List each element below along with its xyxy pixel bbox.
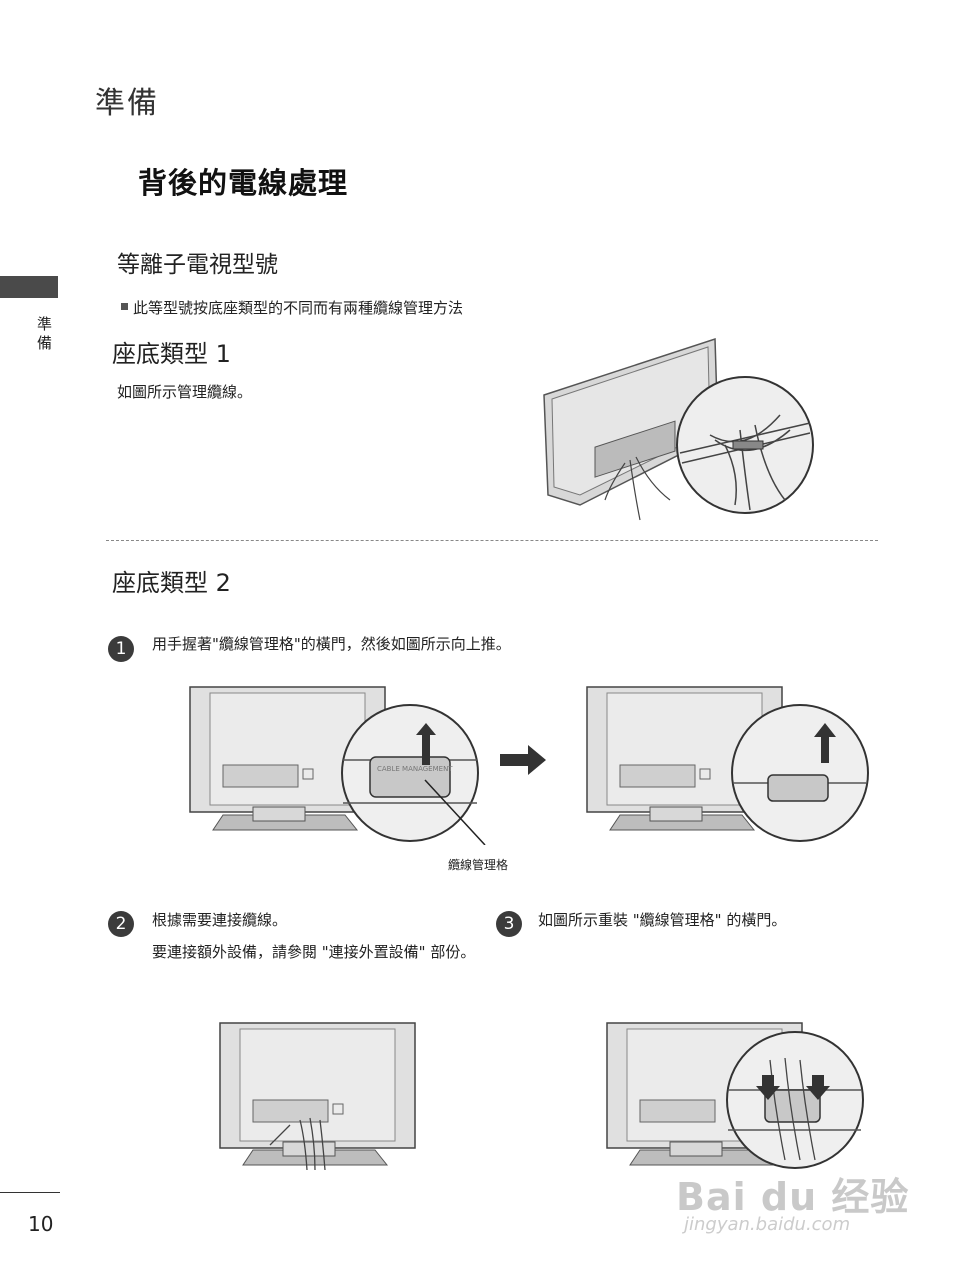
section-title: 背後的電線處理 [138, 166, 349, 200]
watermark-brand: Bai du 经验 [676, 1175, 910, 1219]
step1-before-illustration: CABLE MANAGEMENT [189, 686, 486, 845]
type2-title: 座底類型 2 [112, 569, 231, 597]
step3-illustration [606, 1022, 864, 1169]
step1-after-illustration [586, 686, 869, 842]
type1-illustration [543, 337, 814, 521]
note: 此等型號按底座類型的不同而有兩種纜線管理方法 [121, 297, 463, 318]
note-text: 此等型號按底座類型的不同而有兩種纜線管理方法 [133, 299, 464, 317]
watermark-url: jingyan.baidu.com [684, 1214, 851, 1235]
page-number: 10 [28, 1212, 54, 1236]
step-2-subtext: 要連接額外設備，請參閱 "連接外置設備" 部份。 [152, 943, 476, 961]
bullet-square-icon [121, 303, 128, 310]
step-2-number: 2 [108, 911, 134, 937]
model-heading: 等離子電視型號 [117, 252, 278, 278]
page-header: 準備 [95, 86, 159, 121]
step-2-text: 根據需要連接纜線。 [152, 911, 288, 929]
type1-description: 如圖所示管理纜線。 [117, 383, 253, 401]
side-label: 準備 [35, 316, 53, 354]
step-1-text: 用手握著"纜線管理格"的橫門，然後如圖所示向上推。 [152, 635, 511, 653]
callout-label: 纜線管理格 [448, 858, 509, 872]
step2-illustration [219, 1022, 416, 1170]
section-divider [106, 540, 878, 541]
side-tab-marker [0, 276, 58, 298]
step-3-number: 3 [496, 911, 522, 937]
cable-management-label: CABLE MANAGEMENT [377, 765, 453, 773]
type1-title: 座底類型 1 [112, 340, 231, 368]
right-arrow-icon [500, 745, 546, 775]
step-1-number: 1 [108, 636, 134, 662]
step-3-text: 如圖所示重裝 "纜線管理格" 的橫門。 [538, 911, 787, 929]
page-rule [0, 1192, 60, 1193]
